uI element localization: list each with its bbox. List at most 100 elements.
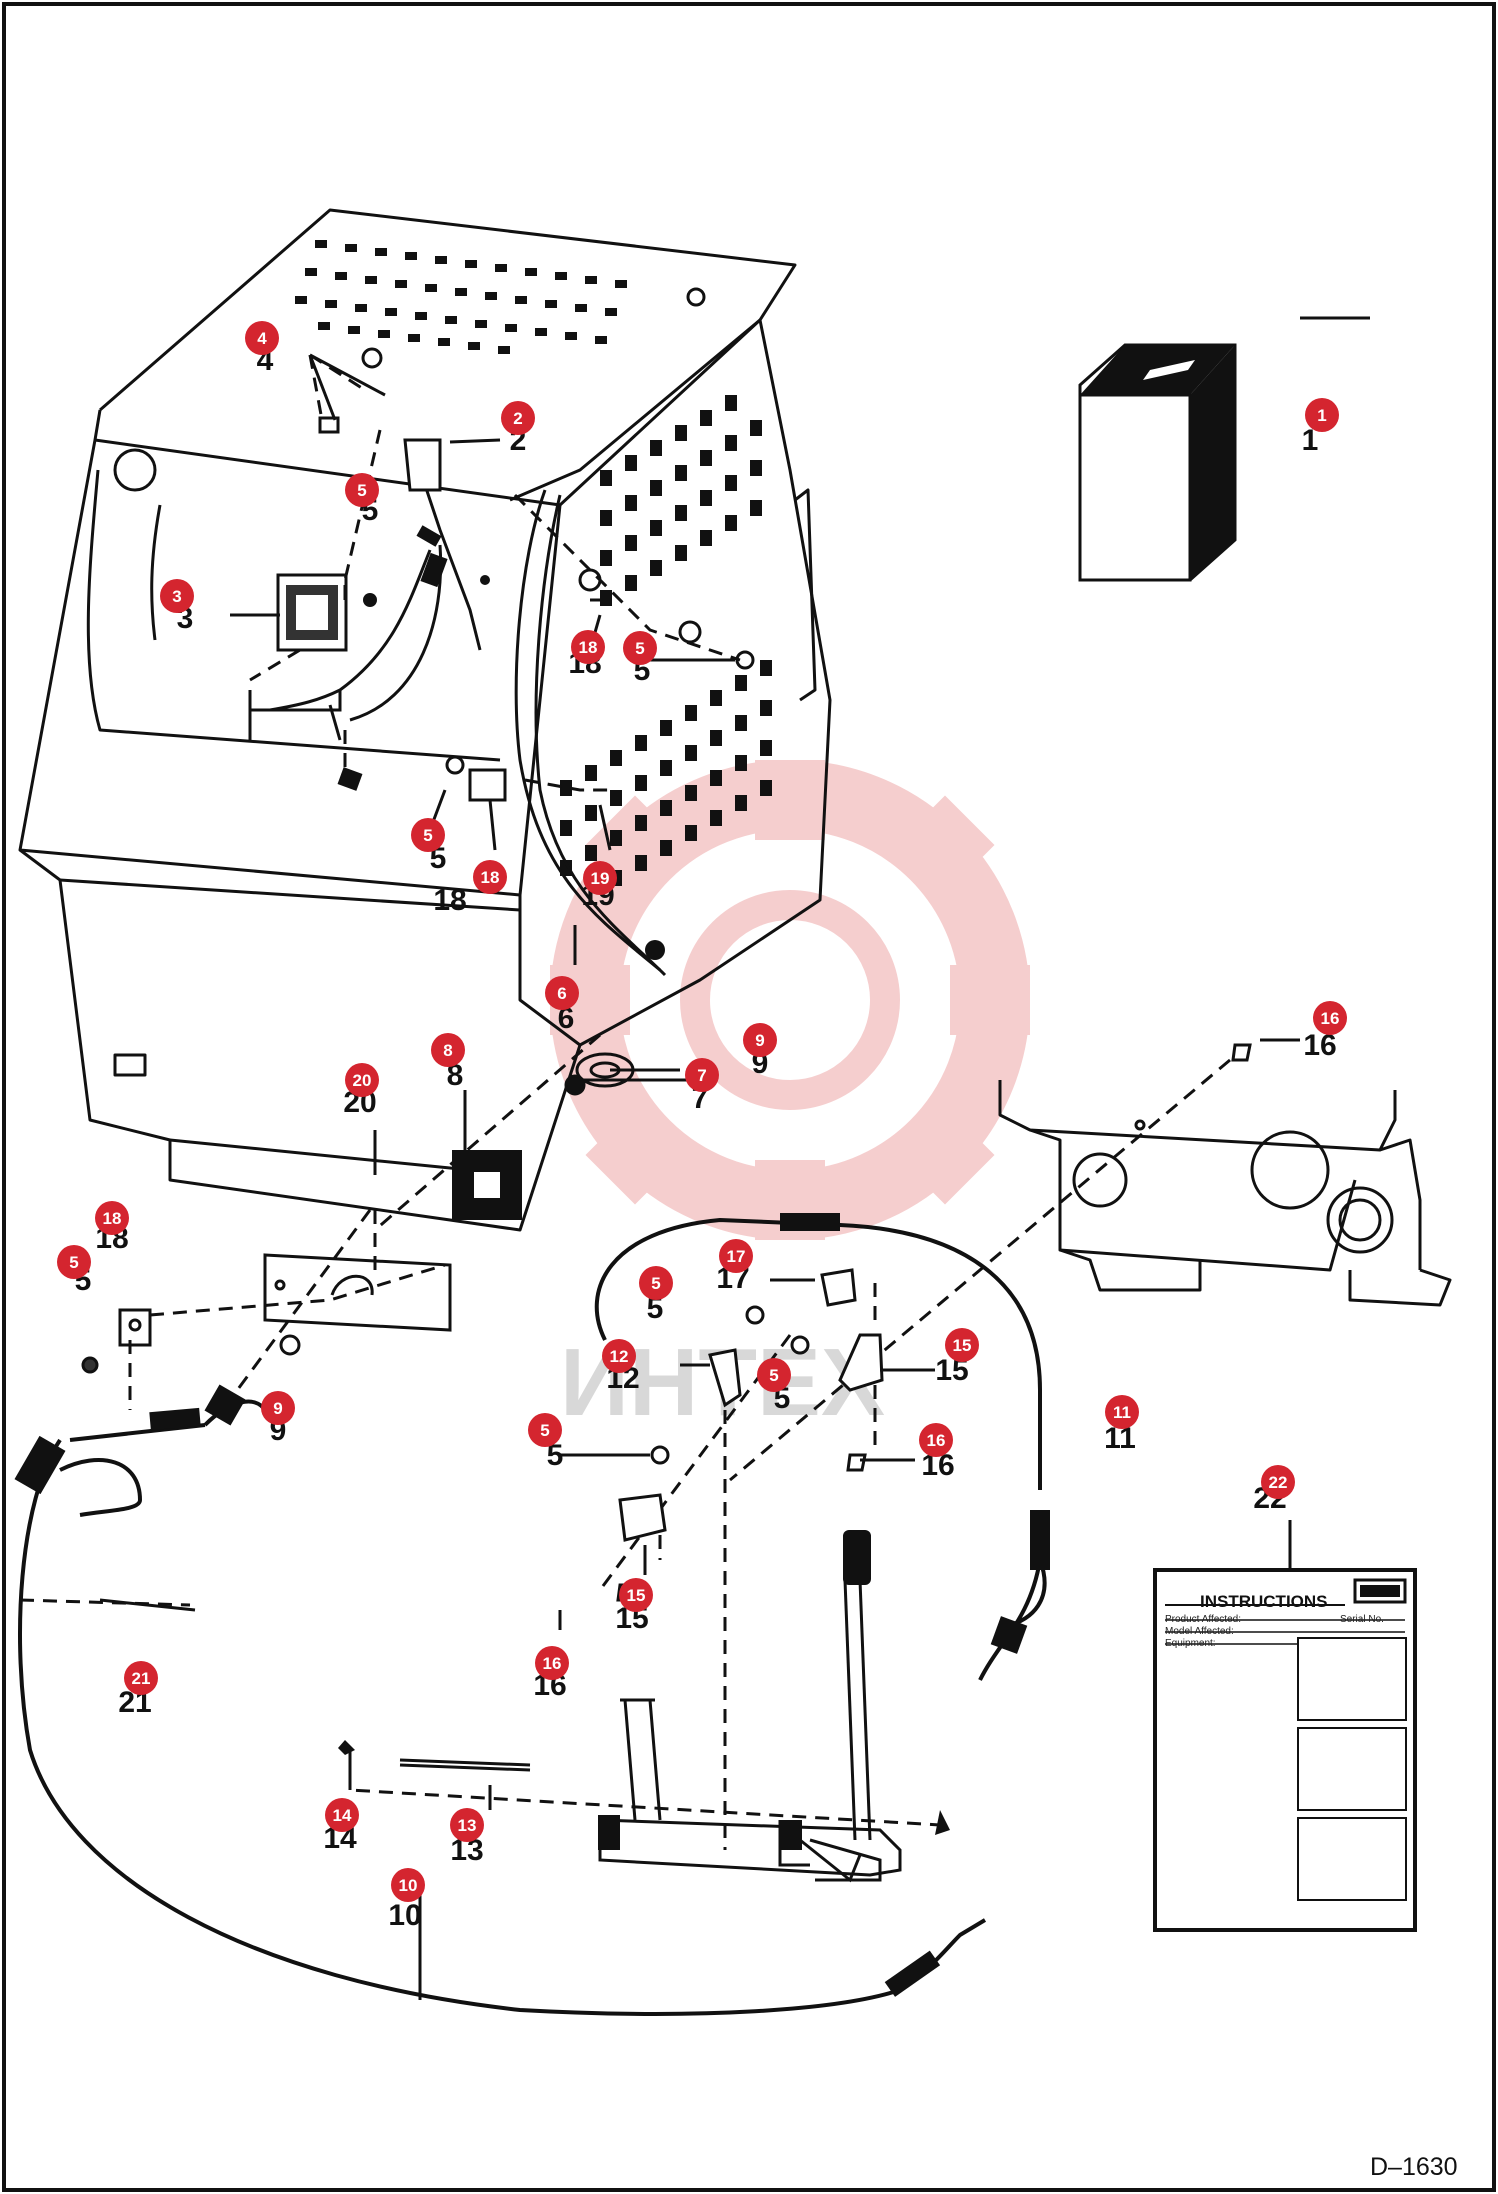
callout-badge-1[interactable]: 1: [1305, 398, 1339, 432]
callout-badge-label-14: 14: [333, 1806, 352, 1825]
callout-badge-12[interactable]: 12: [602, 1339, 636, 1373]
callout-badge-7[interactable]: 7: [685, 1058, 719, 1092]
callout-number-6: 6: [558, 1002, 575, 1035]
mounting-plate-right: [998, 1080, 1452, 1307]
instructions-field-model: Model Affected:: [1165, 1626, 1234, 1637]
callout-badge-label-15a: 15: [953, 1336, 972, 1355]
callout-badge-15b[interactable]: 15: [619, 1578, 653, 1612]
drawing-id: D–1630: [1370, 2153, 1458, 2181]
callout-badge-label-3: 3: [172, 587, 181, 606]
connectors: [337, 525, 665, 960]
callout-badge-22[interactable]: 22: [1261, 1465, 1295, 1499]
callout-number-8: 8: [447, 1059, 464, 1092]
callout-badge-21[interactable]: 21: [124, 1661, 158, 1695]
callout-badge-label-18a: 18: [579, 638, 598, 657]
engine-shroud: [18, 208, 832, 1232]
callout-badge-label-19: 19: [591, 869, 610, 888]
callout-badge-label-16b: 16: [927, 1431, 946, 1450]
callout-number-5g: 5: [547, 1439, 564, 1472]
top-grill: [295, 240, 627, 354]
battery: [1078, 343, 1237, 582]
callout-badge-8[interactable]: 8: [431, 1033, 465, 1067]
callout-badge-label-10: 10: [399, 1876, 418, 1895]
callout-badge-5b[interactable]: 5: [623, 631, 657, 665]
callout-number-18b: 18: [433, 884, 466, 917]
callout-badge-label-15b: 15: [627, 1586, 646, 1605]
callout-badge-label-18b: 18: [481, 868, 500, 887]
callout-badge-3[interactable]: 3: [160, 579, 194, 613]
callout-badge-5a[interactable]: 5: [345, 473, 379, 507]
callout-badge-label-17: 17: [727, 1247, 746, 1266]
callout-badge-5g[interactable]: 5: [528, 1413, 562, 1447]
shaft-parts: [338, 1530, 950, 1850]
callout-badge-17[interactable]: 17: [719, 1239, 753, 1273]
callout-badge-label-22: 22: [1269, 1473, 1288, 1492]
instructions-title: INSTRUCTIONS: [1200, 1592, 1328, 1611]
watermark-gear-icon: [550, 760, 1030, 1240]
callout-badge-5e[interactable]: 5: [639, 1266, 673, 1300]
callout-badge-label-12: 12: [610, 1347, 629, 1366]
callout-badge-6[interactable]: 6: [545, 976, 579, 1010]
solid-leaders-top: [230, 316, 1370, 1175]
cable-11-boots: [780, 1213, 1050, 1654]
callout-badge-16a[interactable]: 16: [1313, 1001, 1347, 1035]
callout-badge-label-2: 2: [513, 409, 522, 428]
callout-badge-15a[interactable]: 15: [945, 1328, 979, 1362]
callout-badge-16c[interactable]: 16: [535, 1646, 569, 1680]
bracket-plate: [81, 1052, 635, 1374]
callout-badge-5c[interactable]: 5: [411, 818, 445, 852]
callout-badge-label-11: 11: [1113, 1403, 1131, 1422]
callout-badge-9b[interactable]: 9: [261, 1391, 295, 1425]
callout-badge-label-5a: 5: [357, 481, 366, 500]
callout-badge-label-6: 6: [557, 984, 566, 1003]
gasket: [452, 1150, 522, 1220]
callout-badge-label-16a: 16: [1321, 1009, 1340, 1028]
callout-badge-label-16c: 16: [543, 1654, 562, 1673]
callout-number-5e: 5: [647, 1292, 664, 1325]
leaders-bottom: [99, 1520, 1292, 2000]
callout-badge-label-7: 7: [697, 1066, 706, 1085]
callout-badge-11[interactable]: 11: [1105, 1395, 1139, 1429]
control-shaft: [399, 1579, 902, 1883]
callout-badge-label-5b: 5: [635, 639, 644, 658]
callout-badge-label-20: 20: [353, 1071, 372, 1090]
callout-badge-5d[interactable]: 5: [57, 1245, 91, 1279]
callout-badge-18a[interactable]: 18: [571, 630, 605, 664]
callout-badge-13[interactable]: 13: [450, 1808, 484, 1842]
callout-badge-4[interactable]: 4: [245, 321, 279, 355]
callout-badge-2[interactable]: 2: [501, 401, 535, 435]
callout-badge-label-5g: 5: [540, 1421, 549, 1440]
callout-badge-20[interactable]: 20: [345, 1063, 379, 1097]
cable-boots: [14, 1384, 941, 1997]
voltage-regulator: [276, 573, 348, 652]
callout-badge-9a[interactable]: 9: [743, 1023, 777, 1057]
callout-badge-14[interactable]: 14: [325, 1798, 359, 1832]
callout-badge-label-5d: 5: [69, 1253, 78, 1272]
instructions-card: [1153, 1568, 1417, 1932]
callout-badge-label-18c: 18: [103, 1209, 122, 1228]
callout-badge-18b[interactable]: 18: [473, 860, 507, 894]
callout-badge-label-13: 13: [458, 1816, 477, 1835]
callout-badge-18c[interactable]: 18: [95, 1201, 129, 1235]
callout-number-1: 1: [1302, 424, 1319, 457]
callout-badges: 1234555555567899101112131415151616161718…: [57, 321, 1347, 1902]
callout-badge-label-1: 1: [1317, 406, 1326, 425]
instructions-field-equipment: Equipment:: [1165, 1638, 1216, 1649]
callout-badge-label-5f: 5: [769, 1366, 778, 1385]
instructions-field-product: Product Affected:: [1165, 1614, 1241, 1625]
callout-badge-label-5e: 5: [651, 1274, 660, 1293]
callout-badge-label-8: 8: [443, 1041, 452, 1060]
callout-badge-label-5c: 5: [423, 826, 432, 845]
solid-leaders-center: [558, 1278, 935, 1630]
hardware-top: [318, 347, 755, 802]
callout-badge-16b[interactable]: 16: [919, 1423, 953, 1457]
callout-badge-10[interactable]: 10: [391, 1868, 425, 1902]
instructions-field-serial: Serial No.: [1340, 1614, 1384, 1625]
dashed-leaders-left: [128, 1209, 446, 1410]
callout-badge-label-9a: 9: [755, 1031, 764, 1050]
callout-badge-5f[interactable]: 5: [757, 1358, 791, 1392]
callout-number-10: 10: [388, 1899, 421, 1932]
callout-badge-19[interactable]: 19: [583, 861, 617, 895]
